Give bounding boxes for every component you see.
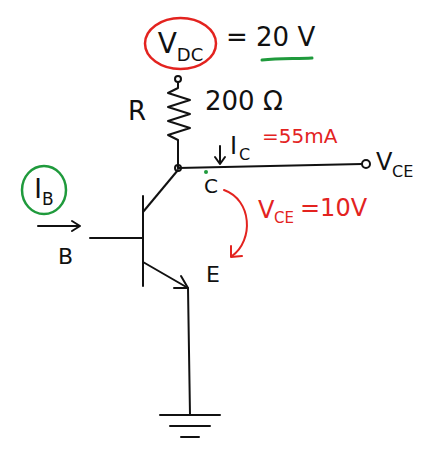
symbol-letter: V [158, 27, 177, 61]
value-label: =10V [300, 194, 367, 223]
component-name: R [128, 96, 146, 127]
ellipse-outline [22, 166, 66, 214]
collector-lead [143, 170, 178, 212]
emitter-arrow [174, 276, 188, 288]
value-label: =55mA [262, 124, 337, 148]
pin-name: B [58, 244, 73, 270]
subscript-label: DC [177, 44, 203, 66]
base-bar [142, 196, 144, 286]
terminal-label: V [376, 148, 392, 177]
symbol-letter: I [34, 174, 42, 205]
voltage-arrowhead [231, 246, 242, 257]
current-arrow [38, 221, 80, 231]
ellipse-outline [145, 18, 216, 69]
symbol-text-group: IB [34, 174, 53, 205]
value-label: = 20 V [226, 22, 315, 53]
collector-wire [178, 164, 362, 168]
subscript-label: CE [274, 209, 294, 227]
ink-dot [204, 170, 208, 174]
subscript-label: CE [392, 162, 413, 181]
voltage-arrow [224, 190, 247, 256]
terminal-dot [362, 160, 370, 168]
base-lead [90, 237, 143, 239]
emitter-lead [143, 262, 190, 415]
symbol-text-group: VDC [158, 27, 204, 61]
ground-symbol [160, 415, 220, 437]
underline-mark [262, 58, 312, 60]
voltage-symbol: V [258, 196, 274, 225]
circled-symbol: VDC [143, 16, 218, 71]
value-label: 200 Ω [205, 86, 283, 117]
subscript-label: C [239, 145, 250, 164]
current-arrow [215, 146, 225, 164]
subscript-label: B [42, 189, 54, 209]
pin-name: C [204, 174, 218, 198]
circled-symbol: IB [20, 164, 68, 216]
resistor-symbol [168, 82, 190, 168]
pin-name: E [206, 262, 220, 288]
current-symbol: I [230, 132, 237, 161]
